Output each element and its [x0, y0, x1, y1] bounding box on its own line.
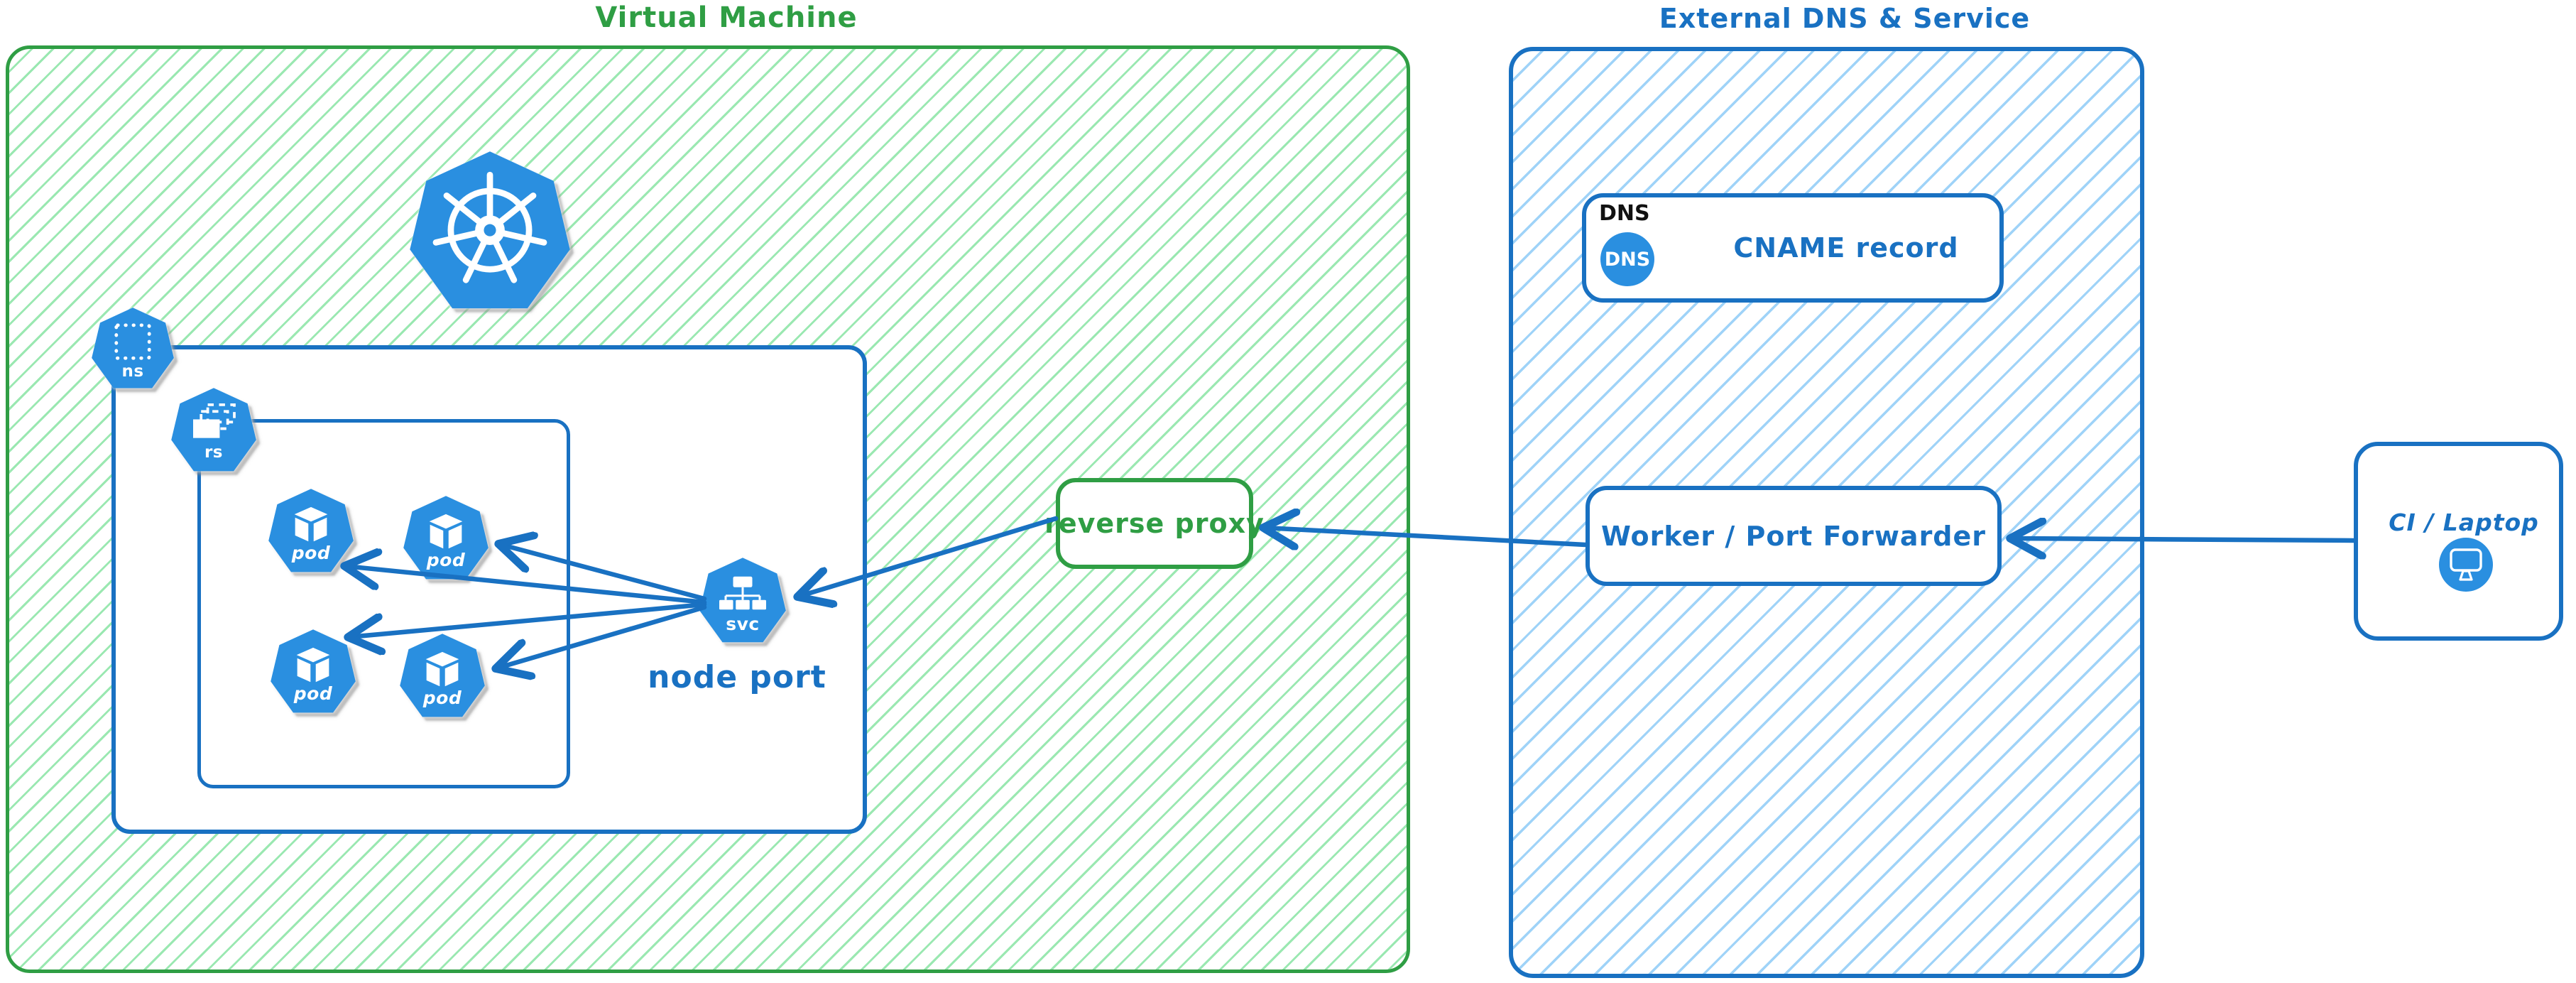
- dns-tag: DNS: [1599, 201, 1650, 226]
- pod-icon-4: pod: [399, 633, 486, 719]
- monitor-icon: [2439, 538, 2493, 592]
- cname-record-label: CNAME record: [1733, 232, 1959, 264]
- reverse-proxy-label: reverse proxy: [1044, 508, 1265, 539]
- dns-badge-icon: DNS: [1600, 232, 1654, 286]
- dns-badge-label: DNS: [1604, 248, 1651, 271]
- pod-label: pod: [426, 549, 466, 570]
- svc-icon: svc: [699, 557, 787, 645]
- pod-icon-2: pod: [403, 495, 489, 582]
- pod-label: pod: [291, 542, 331, 563]
- reverse-proxy-box: reverse proxy: [1044, 478, 1264, 569]
- replicaset-box: [197, 419, 570, 788]
- rs-label: rs: [204, 442, 224, 462]
- pod-icon-3: pod: [270, 629, 356, 715]
- pod-label: pod: [293, 683, 333, 704]
- pod-label: pod: [422, 687, 462, 708]
- pod-icon-1: pod: [268, 488, 354, 575]
- dns-record-box: CNAME record: [1582, 193, 2004, 303]
- worker-box: Worker / Port Forwarder: [1586, 486, 2002, 586]
- rs-icon: rs: [170, 387, 257, 474]
- ns-icon: ns: [91, 307, 175, 391]
- node-port-label: node port: [648, 659, 826, 695]
- ci-laptop-label: CI / Laptop: [2389, 509, 2539, 536]
- worker-label: Worker / Port Forwarder: [1600, 520, 1987, 552]
- ns-label: ns: [121, 362, 144, 381]
- helm-wheel-icon: [432, 171, 547, 283]
- vm-title: Virtual Machine: [595, 1, 858, 34]
- external-title: External DNS & Service: [1659, 3, 2031, 34]
- kubernetes-logo-icon: [408, 150, 572, 313]
- svc-label: svc: [726, 613, 760, 634]
